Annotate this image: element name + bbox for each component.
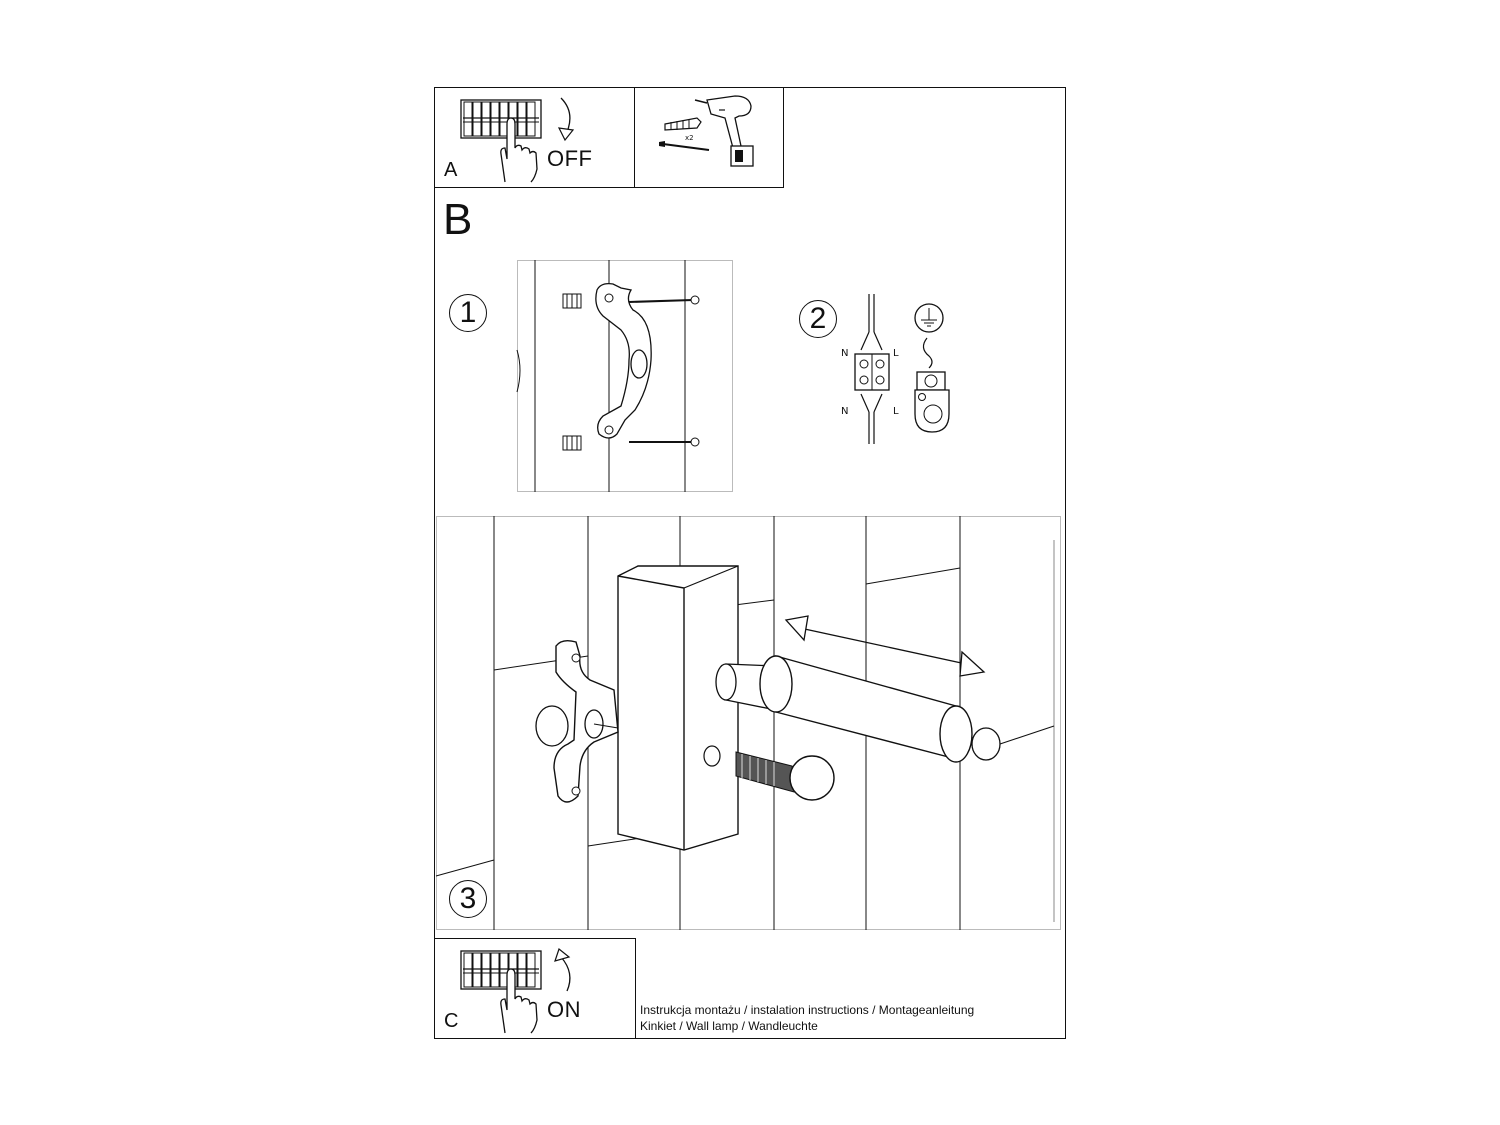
wall-plug-icon [664, 117, 702, 131]
rotate-arrow-icon [557, 97, 575, 142]
instruction-sheet: A OFF x2 B 1 [434, 87, 1066, 1039]
screw-icon [659, 141, 710, 151]
step-a-panel: A OFF [434, 87, 636, 188]
wiring-diagram: N L N L [841, 294, 899, 444]
bracket-mounting-diagram [516, 260, 733, 492]
wire-label-n-bottom: N [841, 406, 848, 417]
wire-label-n-top: N [841, 348, 848, 359]
step-b-letter: B [443, 195, 473, 244]
wire-label-l-bottom: L [893, 406, 899, 417]
step-a-letter: A [444, 159, 458, 181]
power-off-label: OFF [547, 146, 593, 171]
ground-terminal-diagram [914, 303, 950, 433]
step-2-badge: 2 [799, 300, 837, 338]
footer-instructions-title: Instrukcja montażu / instalation instruc… [640, 1003, 975, 1017]
power-on-label: ON [547, 997, 581, 1022]
insert-arrow-icon [784, 615, 986, 677]
lamp-body-icon [617, 565, 1055, 851]
step-1-badge: 1 [449, 294, 487, 332]
footer-product-name: Kinkiet / Wall lamp / Wandleuchte [640, 1019, 818, 1033]
tools-panel: x2 [634, 87, 784, 188]
lamp-installation-diagram [435, 516, 1061, 930]
bracket-icon [535, 639, 619, 803]
hand-icon [500, 117, 538, 183]
wire-label-l-top: L [893, 348, 899, 359]
step-c-panel: C ON [434, 938, 636, 1039]
step-3-badge: 3 [449, 880, 487, 918]
drill-icon: x2 [659, 95, 754, 167]
wall-plug-icon [562, 293, 582, 451]
ground-symbol-icon [914, 303, 944, 333]
step-c-letter: C [444, 1010, 459, 1032]
rotate-arrow-icon [554, 947, 571, 992]
drill-quantity: x2 [685, 134, 694, 142]
terminal-block-icon [854, 294, 890, 444]
hand-icon [500, 968, 538, 1034]
bracket-icon [595, 282, 652, 439]
